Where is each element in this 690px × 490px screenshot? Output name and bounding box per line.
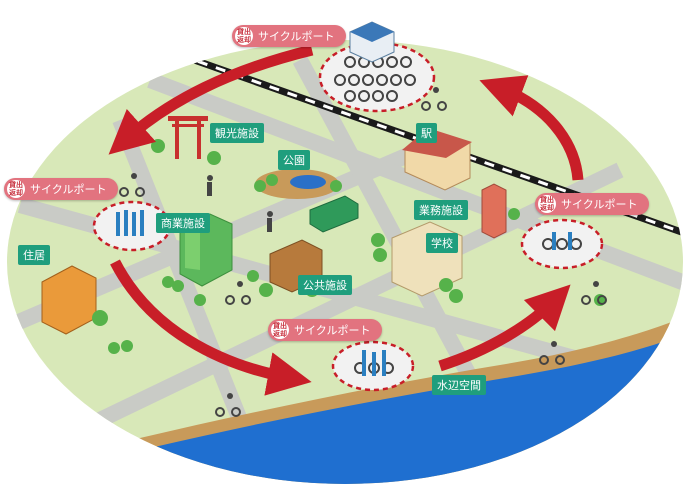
cyclist-figures xyxy=(131,87,599,399)
label-school: 学校 xyxy=(426,233,458,253)
rent-return-badge: 貸出 返却 xyxy=(235,27,253,45)
bus xyxy=(309,195,359,233)
label-park: 公園 xyxy=(278,150,310,170)
cycle-port-label: サイクルポート xyxy=(294,324,371,337)
rent-return-badge: 貸出 返却 xyxy=(7,180,25,198)
port-stands xyxy=(116,210,572,376)
cycle-port-label: サイクルポート xyxy=(30,183,107,196)
label-commercial-facility: 商業施設 xyxy=(156,213,210,233)
label-business-facility: 業務施設 xyxy=(414,200,468,220)
torii-gate xyxy=(168,116,208,159)
label-station: 駅 xyxy=(416,123,437,143)
circulation-arrows xyxy=(108,44,584,396)
river-water xyxy=(7,332,683,484)
rent-return-badge: 貸出 返却 xyxy=(538,195,556,213)
rent-return-badge: 貸出 返却 xyxy=(271,321,289,339)
cycle-port-tag-bottom: 貸出 返却 サイクルポート xyxy=(268,319,383,341)
cycle-port-tag-top: 貸出 返却 サイクルポート xyxy=(232,25,347,47)
cyclists xyxy=(119,101,607,417)
cycle-port-tag-left: 貸出 返却 サイクルポート xyxy=(4,178,119,200)
label-public-facility: 公共施設 xyxy=(298,275,352,295)
cycle-port-tag-right: 貸出 返却 サイクルポート xyxy=(535,193,650,215)
label-tourism-facility: 観光施設 xyxy=(210,123,264,143)
port-kiosk-building xyxy=(349,21,395,63)
office-tower xyxy=(481,183,507,239)
label-residence: 住居 xyxy=(18,245,50,265)
cycle-port-label: サイクルポート xyxy=(561,198,638,211)
label-waterfront-space: 水辺空間 xyxy=(432,375,486,395)
cycle-port-label: サイクルポート xyxy=(258,30,335,43)
parked-bicycles xyxy=(334,56,582,374)
